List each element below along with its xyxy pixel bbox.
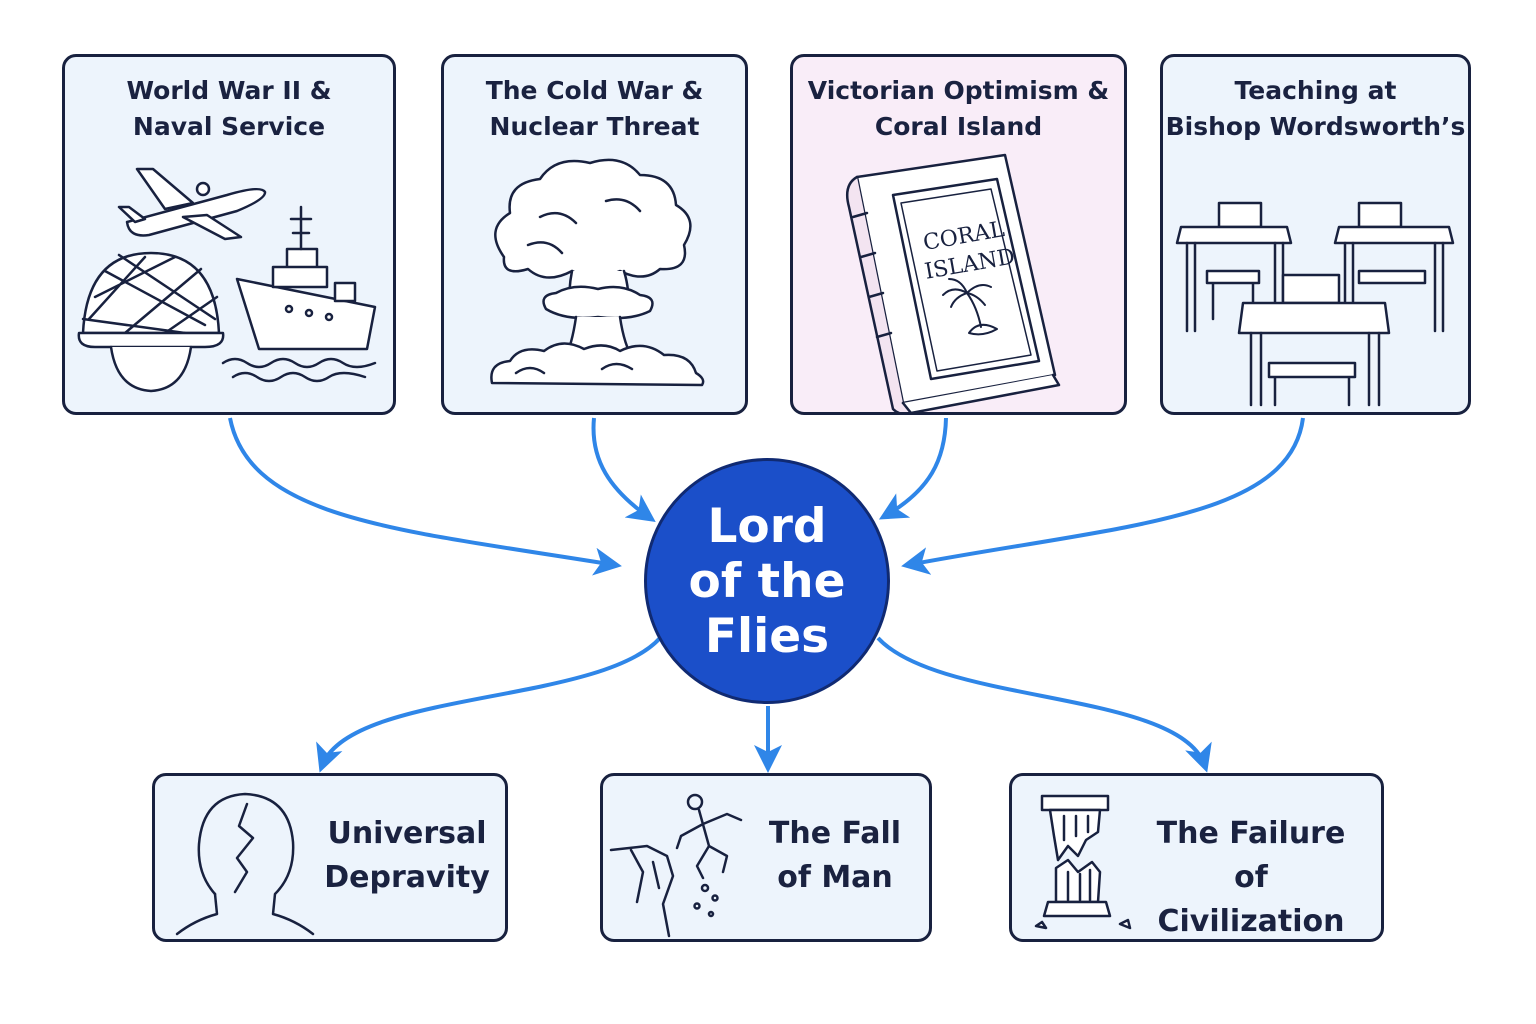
- influence-box-ww2: World War II & Naval Service: [62, 54, 396, 415]
- cracked-head-icon: [175, 792, 315, 936]
- arrow-center-to-depravity: [316, 636, 662, 773]
- influence-box-victorian: Victorian Optimism & Coral Island CORAL …: [790, 54, 1127, 415]
- arrow-ww2-to-center: [228, 417, 622, 576]
- theme-box-universal-depravity: Universal Depravity: [152, 773, 508, 942]
- influence-title: The Cold War & Nuclear Threat: [485, 76, 704, 141]
- influence-title: Teaching at Bishop Wordsworth’s: [1165, 76, 1466, 141]
- school-desks-icon: [1175, 201, 1455, 407]
- book-icon: [846, 153, 1061, 412]
- central-node-lord-of-the-flies: Lord of the Flies: [644, 458, 890, 704]
- influence-title: World War II & Naval Service: [126, 76, 332, 141]
- influence-title: Victorian Optimism & Coral Island: [807, 76, 1110, 141]
- falling-figure-icon: [609, 793, 743, 938]
- mushroom-cloud-icon: [490, 158, 705, 387]
- helmet-icon: [77, 251, 225, 393]
- theme-label: The Failure of Civilization: [1156, 816, 1346, 939]
- theme-box-fall-of-man: The Fall of Man: [600, 773, 932, 942]
- arrow-teaching-to-center: [901, 417, 1305, 575]
- warship-icon: [221, 205, 377, 383]
- plane-icon: [117, 167, 267, 241]
- arrow-center-to-civilization: [876, 636, 1212, 773]
- broken-column-icon: [1034, 794, 1132, 930]
- theme-label: The Fall of Man: [768, 816, 902, 895]
- influence-box-cold-war: The Cold War & Nuclear Threat: [441, 54, 748, 415]
- theme-label: Universal Depravity: [324, 816, 490, 895]
- arrow-coldwar-to-center: [591, 417, 656, 523]
- theme-box-failure-of-civilization: The Failure of Civilization: [1009, 773, 1384, 942]
- arrow-victorian-to-center: [878, 417, 948, 520]
- palm-island-icon: [942, 278, 998, 336]
- influence-box-teaching: Teaching at Bishop Wordsworth’s: [1160, 54, 1471, 415]
